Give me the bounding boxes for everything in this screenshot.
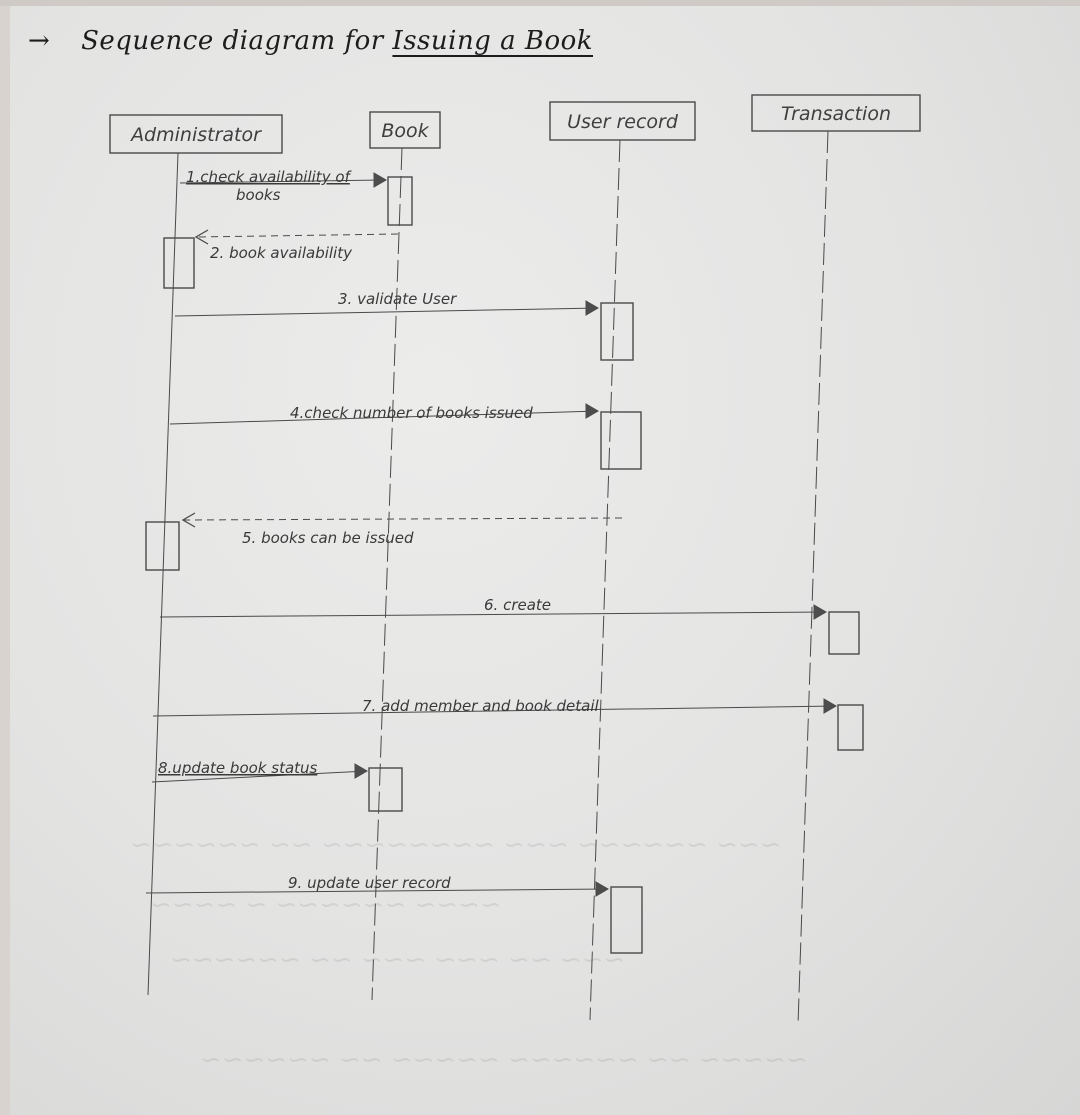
- lifeline-book: [371, 147, 403, 1001]
- message-arrow-4: [169, 410, 599, 425]
- title-prefix: Sequence diagram for: [81, 26, 384, 56]
- participant-box-book: [369, 111, 441, 149]
- message-label-1: 1.check availability of: [186, 168, 353, 186]
- message-arrow-9: [145, 888, 609, 894]
- arrowhead-filled-icon: [373, 172, 387, 188]
- arrowhead-open-icon: [181, 512, 196, 528]
- lifeline-administrator: [147, 152, 179, 996]
- message-label-2: 2. book availability: [210, 244, 353, 262]
- arrowhead-filled-icon: [585, 300, 599, 316]
- message-label-6: 6. create: [484, 596, 551, 614]
- message-arrow-5: [182, 517, 623, 521]
- activation-box: [368, 767, 403, 812]
- activation-box: [837, 704, 864, 751]
- participant-label-book: Book: [381, 120, 429, 142]
- arrowhead-filled-icon: [823, 698, 837, 714]
- participant-label-administrator: Administrator: [129, 124, 262, 146]
- arrowhead-filled-icon: [585, 403, 599, 419]
- message-label-8: 8.update book status: [158, 759, 318, 777]
- message-label-7: 7. add member and book detail: [362, 697, 600, 715]
- lifeline-user_record: [589, 139, 621, 1021]
- message-arrow-2: [195, 233, 399, 238]
- activation-box: [610, 886, 643, 954]
- activation-box: [163, 237, 195, 289]
- message-arrow-3: [174, 307, 599, 317]
- message-arrow-8: [151, 770, 368, 783]
- arrowhead-filled-icon: [595, 881, 609, 897]
- activation-box: [600, 411, 642, 470]
- page-edge: [0, 0, 10, 1115]
- page-title: → Sequence diagram for Issuing a Book: [28, 26, 728, 76]
- activation-box: [145, 521, 180, 571]
- participant-label-user_record: User record: [567, 111, 679, 133]
- activation-box: [600, 302, 634, 361]
- right-arrow-icon: →: [28, 26, 51, 56]
- title-underlined: Issuing a Book: [392, 26, 594, 56]
- message-label-1-line2: books: [236, 186, 281, 204]
- arrowhead-filled-icon: [354, 763, 368, 779]
- page-top-edge: [0, 0, 1080, 6]
- participant-box-user_record: [549, 101, 696, 141]
- participant-label-transaction: Transaction: [781, 103, 891, 125]
- message-arrow-1: [179, 179, 387, 184]
- message-label-4: 4.check number of books issued: [290, 404, 533, 422]
- lifeline-transaction: [797, 130, 829, 1026]
- activation-box: [828, 611, 860, 655]
- arrowhead-open-icon: [194, 229, 209, 245]
- message-arrow-6: [159, 611, 827, 618]
- message-label-9: 9. update user record: [288, 874, 451, 892]
- arrowhead-filled-icon: [813, 604, 827, 620]
- message-label-5: 5. books can be issued: [242, 529, 414, 547]
- participant-box-administrator: [109, 114, 283, 154]
- participant-box-transaction: [751, 94, 921, 132]
- message-label-3: 3. validate User: [338, 290, 457, 308]
- activation-box: [387, 176, 413, 226]
- message-arrow-7: [152, 705, 837, 717]
